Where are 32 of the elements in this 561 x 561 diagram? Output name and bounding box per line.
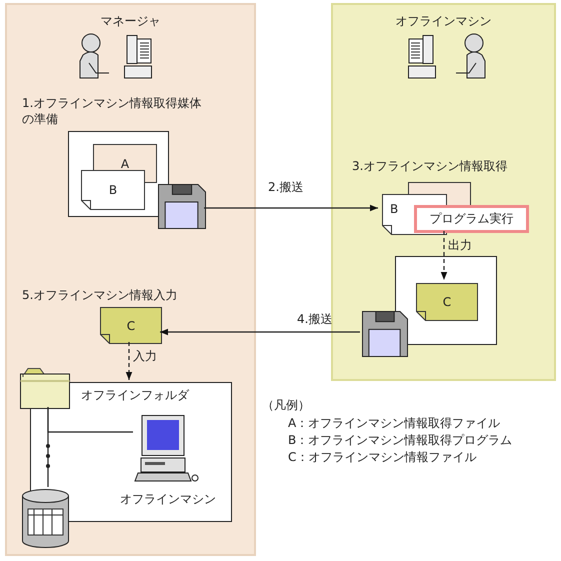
output-box [395,256,497,345]
step-label: 1.オフラインマシン情報取得媒体の準備 [22,95,202,127]
node-label: オフラインフォルダ [81,387,189,404]
arrow [440,231,448,280]
step-label: 5.オフラインマシン情報入力 [22,287,178,303]
legend-entry: B：オフラインマシン情報取得プログラム [288,432,514,448]
edge-label: 出力 [448,237,472,254]
legend-entry: A：オフラインマシン情報取得ファイル [288,415,502,431]
file-letter: B [108,183,118,197]
folder-box [30,382,232,522]
step-label: 3.オフラインマシン情報取得 [352,158,508,174]
swimlane-panel [5,3,256,556]
node-label: プログラム実行 [430,210,514,228]
legend-entry: C：オフラインマシン情報ファイル [288,449,478,465]
lane-title: オフラインマシン [396,13,492,30]
lane-title: マネージャ [100,13,160,30]
node-label: オフラインマシン [120,491,216,508]
arrow [160,328,360,336]
edge-label: 2.搬送 [268,179,304,196]
arrow [204,204,378,212]
legend-title: （凡例） [262,397,311,413]
arrow [126,342,132,380]
file-letter: C [442,295,452,309]
edge-label: 入力 [133,348,157,365]
file-letter: C [126,318,136,332]
process-box [414,205,529,233]
file-letter: A [120,156,130,170]
edge-label: 4.搬送 [297,311,332,328]
connector-line [47,407,49,487]
media-box [68,131,169,217]
swimlane-panel [331,3,556,381]
file-letter: B [390,202,398,216]
